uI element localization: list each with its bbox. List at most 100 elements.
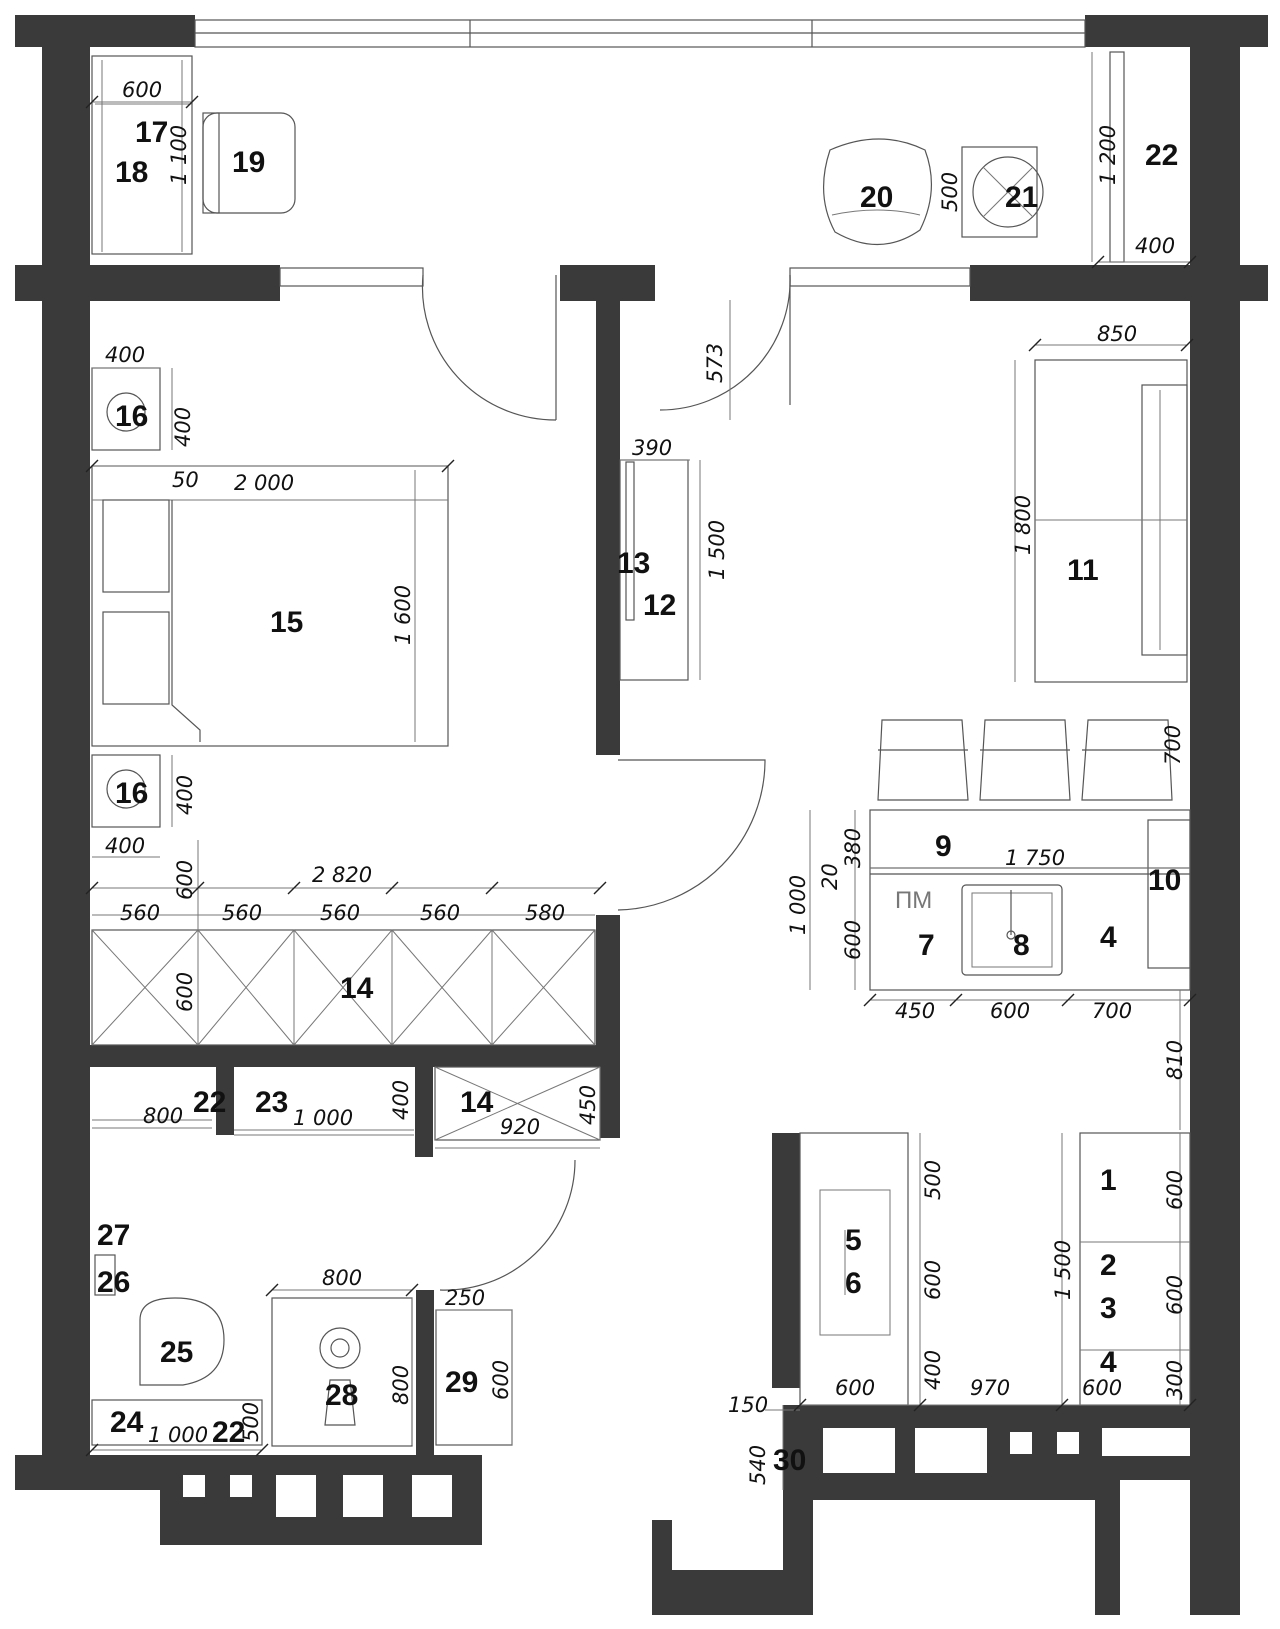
dimension-label: 20	[818, 863, 842, 890]
label-26: 26	[97, 1266, 130, 1299]
dimension-label: 400	[171, 407, 195, 447]
bar-stools	[877, 719, 1173, 801]
dimension-label: 1 800	[1011, 495, 1035, 555]
dimension-label: 390	[632, 436, 672, 460]
wall-left-upper	[42, 15, 90, 300]
label-1: 1	[1100, 1164, 1117, 1197]
dimension-label: 1 000	[148, 1423, 208, 1447]
label-30: 30	[773, 1444, 806, 1477]
dimension-label: 300	[1163, 1360, 1187, 1400]
dimension-label: 540	[746, 1445, 770, 1485]
label-12: 12	[643, 589, 676, 622]
label-13: 13	[617, 547, 650, 580]
label-14-closet: 14	[460, 1086, 494, 1119]
label-11: 11	[1067, 554, 1099, 587]
dimension-label: 560	[320, 901, 360, 925]
dimension-label: 600	[990, 999, 1030, 1023]
dimension-lines	[92, 52, 1190, 1490]
dimension-label: 500	[239, 1402, 263, 1442]
wall-partition-upper	[596, 265, 620, 755]
label-19: 19	[232, 146, 265, 179]
label-5: 5	[845, 1224, 862, 1257]
label-22-niche: 22	[193, 1086, 226, 1119]
fridge	[1147, 819, 1191, 969]
dimension-label: 50	[172, 468, 199, 492]
dimension-label: 560	[420, 901, 460, 925]
wall-top-right	[1085, 15, 1268, 47]
label-28: 28	[325, 1379, 358, 1412]
sink	[961, 884, 1063, 976]
wall-bottom-right-strip	[810, 1480, 1110, 1500]
windows	[194, 19, 1086, 287]
wall-partition-lower	[596, 915, 620, 1050]
item-numbers: 1 2 3 4 4 5 6 7 8 9 10 11 12 13 14 14 15…	[97, 116, 1181, 1477]
dimension-label: 700	[1092, 999, 1132, 1023]
label-29: 29	[445, 1366, 478, 1399]
wall-entry-left	[652, 1570, 802, 1615]
dimension-label: 1 500	[705, 520, 729, 580]
dimension-label: 1 600	[391, 585, 415, 645]
dimension-label: 400	[389, 1080, 413, 1120]
wall-bottom-left-outer	[15, 1455, 160, 1490]
label-3: 3	[1100, 1292, 1117, 1325]
wall-bathroom-partition	[416, 1290, 434, 1455]
wall-right	[1190, 265, 1240, 1615]
dimension-label: 400	[173, 775, 197, 815]
dimension-label: 920	[500, 1115, 540, 1139]
label-7: 7	[918, 929, 935, 962]
wall-left	[42, 265, 90, 1455]
dimension-label: 500	[938, 172, 962, 212]
wardrobe	[91, 929, 596, 1046]
label-20: 20	[860, 181, 893, 214]
label-10: 10	[1148, 864, 1181, 897]
label-15: 15	[270, 606, 303, 639]
dimension-ticks	[85, 95, 1197, 1457]
dimension-label: 150	[728, 1393, 768, 1417]
label-24: 24	[110, 1406, 144, 1439]
label-14-wardrobe: 14	[340, 972, 374, 1005]
door-bathroom	[439, 1159, 576, 1291]
vent-holes	[183, 1428, 1190, 1517]
wall-wardrobe-bottom	[90, 1045, 620, 1067]
dimension-label: 800	[143, 1104, 183, 1128]
wall-niche-a	[216, 1045, 234, 1135]
toilet	[139, 1297, 225, 1386]
dimension-label: 1 200	[1096, 125, 1120, 185]
label-8: 8	[1013, 929, 1030, 962]
walls	[15, 15, 1268, 1615]
dimension-label: 700	[1161, 725, 1185, 765]
desk	[91, 55, 193, 255]
dimension-label: 800	[322, 1266, 362, 1290]
side-table	[972, 156, 1044, 228]
door-balcony-right	[659, 274, 791, 411]
wall-entry-column	[783, 1405, 813, 1615]
wardrobe-doors	[91, 929, 596, 1046]
dimension-label: 600	[489, 1360, 513, 1400]
dimension-label: 810	[1163, 1040, 1187, 1080]
label-23: 23	[255, 1086, 288, 1119]
label-22-balcony: 22	[1145, 139, 1178, 172]
dimension-label: 600	[921, 1260, 945, 1300]
label-2: 2	[1100, 1249, 1117, 1282]
wall-niche-b	[415, 1045, 433, 1157]
dimension-label: 600	[1163, 1275, 1187, 1315]
label-16-top: 16	[115, 400, 148, 433]
side-table-frame	[961, 146, 1038, 238]
label-9: 9	[935, 830, 952, 863]
dimension-label: 1 500	[1051, 1240, 1075, 1300]
dimension-label: 250	[445, 1286, 485, 1310]
dimension-label: 850	[1097, 322, 1137, 346]
doors	[421, 274, 791, 1291]
dimension-label: 600	[173, 860, 197, 900]
tv	[625, 461, 635, 621]
label-17: 17	[135, 116, 168, 149]
dimension-label: 400	[105, 343, 145, 367]
door-bedroom	[617, 759, 766, 911]
dimension-label: 500	[921, 1160, 945, 1200]
door-balcony-left	[421, 274, 557, 421]
washbasin	[319, 1327, 361, 1369]
wall-balcony-right	[970, 265, 1268, 301]
dimension-label: 560	[222, 901, 262, 925]
dimension-label: 1 750	[1005, 846, 1065, 870]
